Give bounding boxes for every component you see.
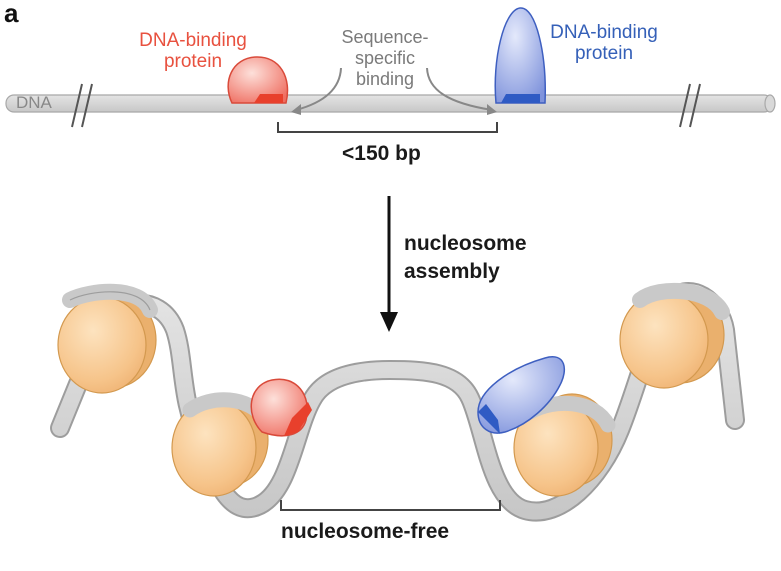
span-label-top: <150 bp [342, 142, 421, 165]
panel-label: a [4, 0, 19, 28]
span-bracket-top [277, 122, 498, 133]
protein-label-right-line1: DNA-binding [550, 22, 658, 43]
sequence-specific-arrow-left [291, 67, 342, 115]
protein-label-left-line2: protein [163, 51, 223, 72]
nucleosome-4 [619, 282, 730, 389]
step-label: nucleosome assembly [404, 230, 527, 286]
region-label-bottom: nucleosome-free [281, 520, 450, 543]
sequence-label-line2: specific [354, 48, 416, 68]
step-label-line1: nucleosome [404, 232, 527, 255]
dna-break-mark-left [71, 83, 93, 128]
dna-label: DNA [16, 93, 52, 112]
step-label-line2: assembly [404, 260, 500, 283]
protein-label-right-line2: protein [574, 43, 634, 64]
dna-strand-bottom [50, 282, 745, 522]
sequence-specific-arrow-right [426, 67, 497, 115]
protein-label-right: DNA-binding protein [539, 22, 669, 64]
dna-strand-top [5, 94, 776, 113]
red-binding-protein-bottom [250, 378, 312, 437]
dna-break-mark-right [679, 83, 701, 128]
assembly-arrow [380, 196, 398, 332]
sequence-label-line1: Sequence- [341, 27, 429, 47]
blue-binding-protein-top [494, 7, 546, 104]
nucleosome-2 [171, 392, 273, 497]
sequence-specific-label: Sequence- specific binding [325, 27, 445, 90]
red-binding-protein-top [227, 56, 289, 104]
protein-label-left: DNA-binding protein [128, 30, 258, 72]
sequence-label-line3: binding [355, 69, 415, 89]
span-bracket-bottom [280, 500, 501, 511]
blue-binding-protein-bottom [477, 356, 566, 434]
nucleosome-1 [57, 283, 158, 394]
protein-label-left-line1: DNA-binding [139, 30, 247, 51]
